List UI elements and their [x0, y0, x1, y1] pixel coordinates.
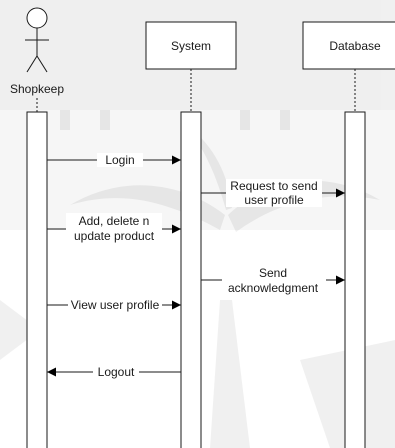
message-add-label-line1: Add, delete n	[79, 214, 150, 228]
message-send-label-line1: Send	[259, 266, 287, 280]
message-view-user-profile: View user profile	[47, 298, 181, 312]
message-send-acknowledgment: Send acknowledgment	[201, 265, 345, 295]
actor-shopkeep: Shopkeep	[10, 8, 64, 96]
actor-system: System	[146, 22, 236, 69]
message-add-label-line2: update product	[74, 229, 155, 243]
message-request-label-line1: Request to send	[230, 179, 317, 193]
message-view-label: View user profile	[71, 298, 160, 312]
message-login: Login	[47, 153, 181, 167]
message-logout-label: Logout	[98, 365, 135, 379]
actor-database: Database	[303, 22, 395, 69]
message-logout: Logout	[47, 365, 181, 379]
message-login-label: Login	[105, 153, 134, 167]
message-request-user-profile: Request to send user profile	[201, 179, 345, 207]
activation-bar-system	[181, 112, 201, 448]
actor-shopkeep-label: Shopkeep	[10, 82, 64, 96]
message-add-delete-update-product: Add, delete n update product	[47, 213, 181, 243]
actor-database-label: Database	[329, 39, 381, 53]
stick-figure-right-leg	[37, 56, 47, 72]
activation-bar-shopkeep	[27, 112, 47, 448]
activation-bar-database	[345, 112, 365, 448]
message-request-label-line2: user profile	[244, 193, 304, 207]
stick-figure-left-leg	[27, 56, 37, 72]
stick-figure-head	[27, 8, 47, 28]
actor-system-label: System	[171, 39, 211, 53]
message-send-label-line2: acknowledgment	[228, 281, 319, 295]
